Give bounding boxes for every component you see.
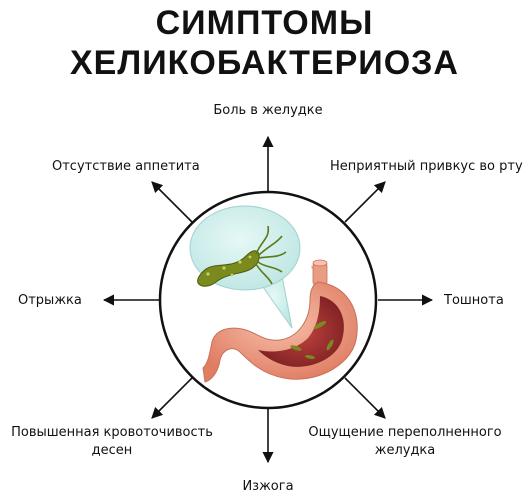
symptom-bottom: Изжога <box>242 479 294 494</box>
symptom-bottom-left-line1: Повышенная кровоточивость <box>11 425 213 440</box>
arrow-bottom-right <box>344 377 386 419</box>
zoom-bubble <box>189 205 301 329</box>
symptom-arrows <box>102 135 434 464</box>
arrow-top-left <box>151 181 193 223</box>
symptom-top-right: Неприятный привкус во рту <box>330 159 523 174</box>
arrow-top-right <box>344 181 386 223</box>
symptom-left: Отрыжка <box>18 293 82 308</box>
bacterium-icon <box>197 225 287 287</box>
symptom-bottom-right: Ощущение переполненного желудка <box>300 424 510 460</box>
symptom-bottom-left-line2: десен <box>91 443 133 458</box>
symptom-bottom-left: Повышенная кровоточивость десен <box>4 424 220 460</box>
symptom-bottom-right-line1: Ощущение переполненного <box>308 425 502 440</box>
stomach-illustration <box>202 259 358 383</box>
symptom-bottom-right-line2: желудка <box>374 443 436 458</box>
symptom-right: Тошнота <box>444 293 504 308</box>
bacteria-inside-stomach <box>290 321 334 359</box>
title-line-1: СИМПТОМЫ <box>155 4 374 42</box>
symptom-top: Боль в желудке <box>213 103 323 118</box>
arrow-bottom-left <box>151 377 193 419</box>
title-line-2: ХЕЛИКОБАКТЕРИОЗА <box>69 44 459 82</box>
symptom-top-left: Отсутствие аппетита <box>52 159 200 174</box>
